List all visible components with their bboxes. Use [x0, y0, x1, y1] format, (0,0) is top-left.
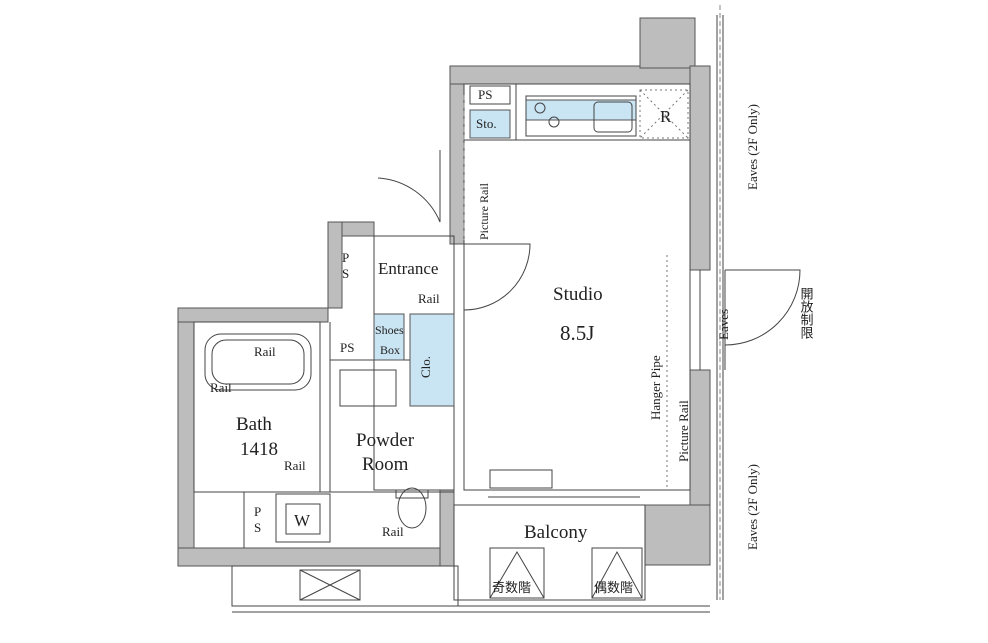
even-floor-label: 偶数階: [594, 580, 633, 595]
box-label: Box: [380, 343, 400, 357]
picture-rail-left-label: Picture Rail: [477, 182, 491, 240]
kitchen: [525, 89, 689, 139]
storage: [469, 109, 511, 139]
bath-rail-left-label: Rail: [210, 380, 232, 395]
entrance-door: [377, 150, 441, 223]
shoes-label: Shoes: [375, 323, 404, 337]
bath-rail-bottom-label: Rail: [284, 458, 306, 473]
fridge: [639, 89, 689, 139]
sink: [593, 101, 633, 133]
bathtub: [204, 333, 312, 391]
balcony-door-right: [724, 269, 801, 346]
ps-middle-label-2: PS: [340, 340, 354, 355]
bath-size-label: 1418: [240, 439, 278, 460]
closet-label: Clo.: [418, 356, 433, 378]
walls: [177, 15, 724, 600]
balcony-label: Balcony: [524, 522, 588, 543]
shoes-box: [373, 313, 405, 361]
dashed-lines: [463, 5, 721, 600]
picture-rail-right-label: Picture Rail: [676, 400, 691, 462]
stove-burner-1: [534, 102, 546, 114]
stove-burner-2: [548, 116, 560, 128]
eaves-2f-bottom-label: Eaves (2F Only): [745, 464, 760, 550]
studio-size-label: 8.5J: [560, 321, 594, 345]
powder-label: Powder: [356, 430, 415, 451]
eaves-middle-label: Eaves: [716, 309, 731, 340]
bath-rail-top-label: Rail: [254, 344, 276, 359]
open-restriction-label: 開放制限: [799, 287, 814, 339]
storage-label: Sto.: [476, 116, 497, 131]
doors: [377, 150, 801, 370]
washer: [275, 493, 331, 543]
studio-label: Studio: [553, 284, 603, 305]
hanger-pipe-label: Hanger Pipe: [648, 355, 663, 420]
fridge-label: R: [660, 107, 672, 126]
balcony-stairs: [299, 469, 643, 601]
entrance-label: Entrance: [378, 259, 438, 278]
entrance-rail-label: Rail: [418, 291, 440, 306]
studio-door: [463, 243, 531, 311]
toilet: [397, 487, 427, 529]
toilet-rail-label: Rail: [382, 524, 404, 539]
washer-label: W: [294, 511, 311, 530]
interior-lines: [193, 83, 710, 613]
bath-label: Bath: [236, 414, 272, 435]
ps-top-label: PS: [478, 87, 492, 102]
odd-floor-label: 奇数階: [492, 580, 531, 595]
eaves-2f-top-label: Eaves (2F Only): [745, 104, 760, 190]
washbasin: [339, 369, 397, 407]
kitchen-counter: [525, 99, 637, 121]
powder-room-label: Room: [362, 454, 409, 475]
closet: [409, 313, 455, 407]
